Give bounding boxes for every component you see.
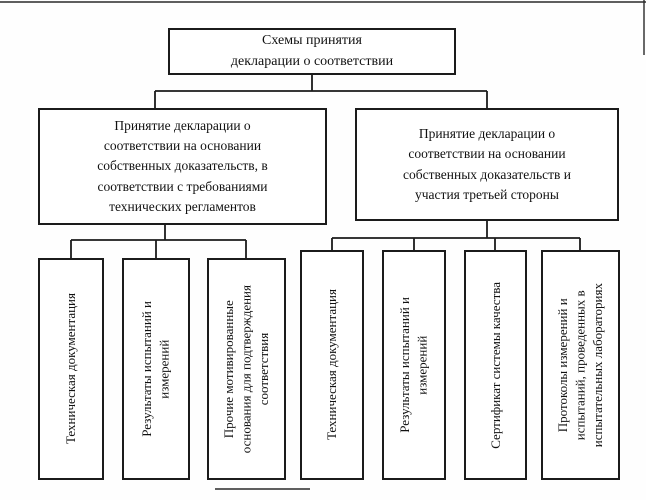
leaf-left-test-measurement-results: Результаты испытаний и измерений — [122, 258, 190, 480]
leaf-left-other-motivated-grounds: Прочие мотивированные основания для подт… — [207, 258, 286, 480]
leaf-label: Результаты испытаний и измерений — [139, 301, 172, 437]
leaf-label: Результаты испытаний и измерений — [397, 297, 430, 433]
branch-node-own-evidence-technical-regulations: Принятие декларации о соответствии на ос… — [38, 108, 327, 225]
leaf-label: Сертификат системы качества — [487, 281, 503, 449]
leaf-left-technical-documentation: Техническая документация — [38, 258, 104, 480]
branch-node-own-evidence-third-party: Принятие декларации о соответствии на ос… — [355, 108, 619, 221]
leaf-label: Техническая документация — [63, 293, 79, 445]
leaf-label: Протоколы измерений и испытаний, проведе… — [555, 282, 606, 448]
root-node: Схемы принятия декларации о соответствии — [168, 28, 456, 75]
leaf-label: Прочие мотивированные основания для подт… — [221, 284, 272, 454]
leaf-right-quality-system-certificate: Сертификат системы качества — [464, 250, 527, 480]
leaf-right-test-lab-protocols: Протоколы измерений и испытаний, проведе… — [541, 250, 620, 480]
leaf-right-test-measurement-results: Результаты испытаний и измерений — [382, 250, 446, 480]
leaf-label: Техническая документация — [324, 289, 340, 441]
leaf-right-technical-documentation: Техническая документация — [300, 250, 364, 480]
